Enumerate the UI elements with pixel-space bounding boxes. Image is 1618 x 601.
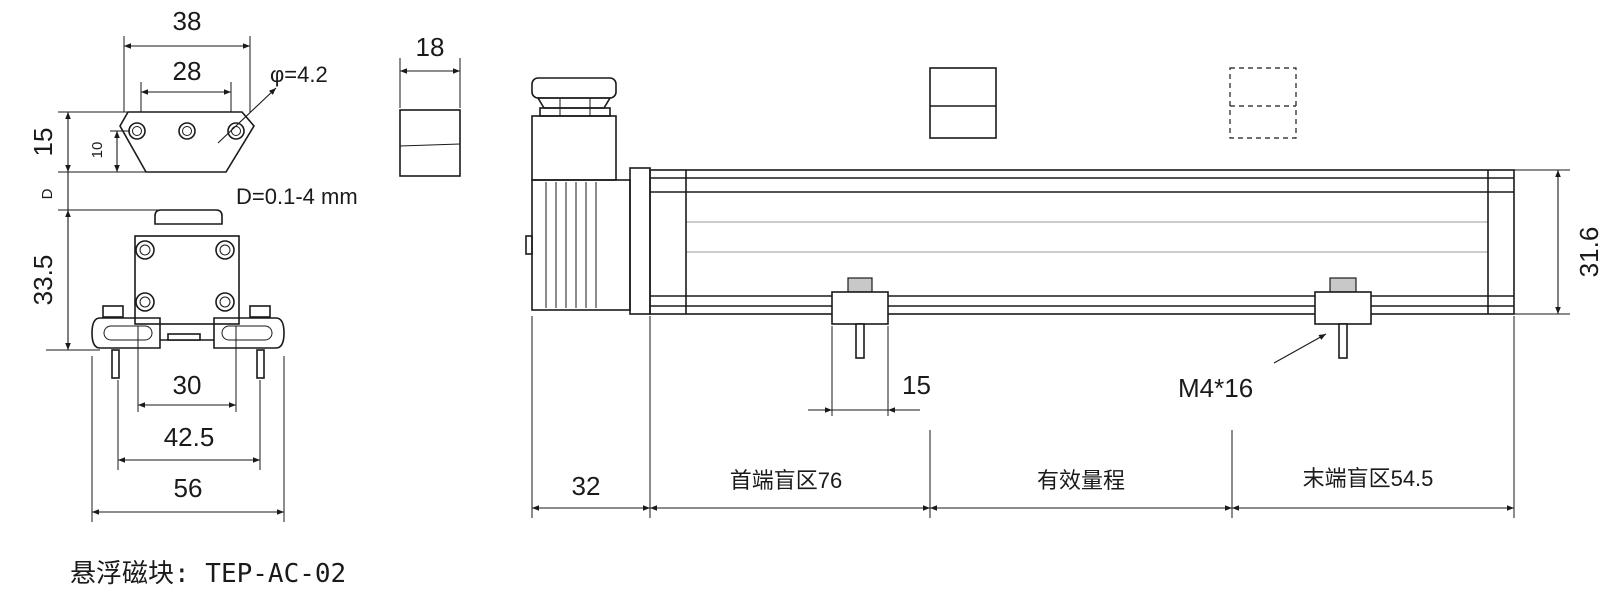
position-block-solid [929, 67, 997, 139]
screw-left [111, 349, 120, 379]
phi-leader [217, 87, 277, 144]
zone-head-dead: 首端盲区76 [730, 468, 842, 493]
caption: 悬浮磁块: TEP-AC-02 [70, 559, 346, 589]
dim-10-vertical: 10 [89, 142, 106, 159]
finned-body [531, 179, 631, 311]
dim-15-slider: 15 [902, 370, 931, 400]
housing-body [134, 235, 240, 325]
sensor-side-view: 31.6 15 M4*16 32 首端盲区76 有效量程 末端盲区54.5 [525, 67, 1604, 518]
zone-tail-dead: 末端盲区54.5 [1303, 466, 1434, 491]
screw-right [256, 349, 265, 379]
magnet-block-end-view: 18 [399, 32, 461, 177]
dim-31-6: 31.6 [1574, 227, 1604, 278]
hole-left [128, 122, 146, 140]
dim-D-label: D [39, 188, 56, 199]
position-block-dashed [1229, 67, 1297, 139]
phi-label: φ=4.2 [270, 62, 328, 87]
dim-15-vertical: 15 [28, 128, 58, 157]
dim-38: 38 [173, 6, 202, 36]
dim-32: 32 [572, 471, 601, 501]
clamp-right [213, 317, 285, 349]
dim-42-5: 42.5 [164, 422, 215, 452]
dim-56: 56 [174, 473, 203, 503]
magnet-slider-left [831, 277, 889, 359]
connector-body [531, 115, 617, 181]
flange [629, 167, 651, 315]
magnet-plate-outline [119, 111, 255, 173]
magnet-slider-right [1314, 277, 1372, 359]
hole-center [178, 122, 196, 140]
dim-D-range: D=0.1-4 mm [236, 184, 358, 209]
clamp-left [91, 317, 161, 349]
m4-leader [1273, 333, 1327, 364]
end-view-block [399, 109, 461, 177]
dim-33-5: 33.5 [28, 255, 58, 306]
hole-right [227, 122, 245, 140]
connector-cap [531, 77, 617, 99]
dim-30: 30 [173, 370, 202, 400]
rail-body [649, 169, 1515, 315]
screw-spec-label: M4*16 [1178, 373, 1253, 403]
zone-effective: 有效量程 [1037, 468, 1125, 493]
dim-28: 28 [173, 56, 202, 86]
clamp-right-top [249, 305, 271, 318]
magnet-block-view: φ=4.2 38 28 15 10 D D=0.1-4 mm [28, 6, 358, 522]
dim-18: 18 [416, 32, 445, 62]
rail-top-profile [154, 209, 223, 225]
clamp-left-top [102, 305, 124, 318]
